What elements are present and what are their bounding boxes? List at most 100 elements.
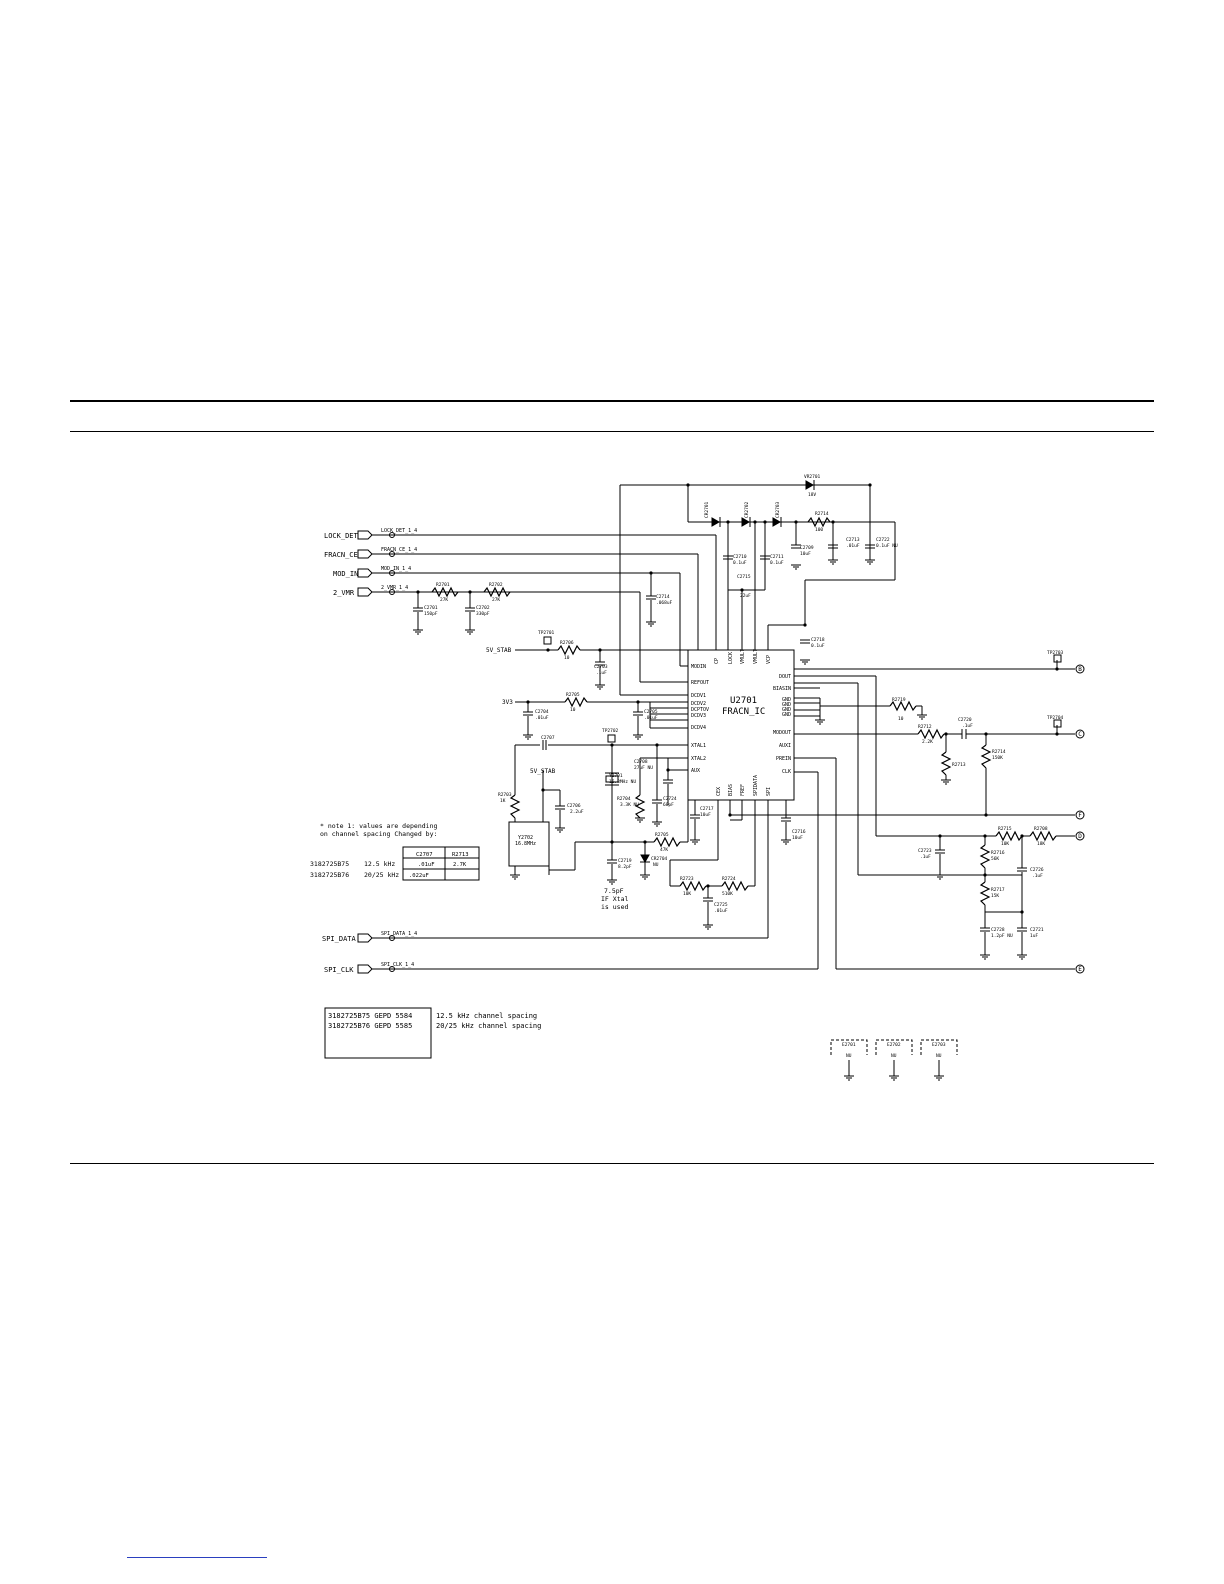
e2703-ref: E2703 bbox=[932, 1042, 946, 1048]
ic-pins-left-3: DCDV2 bbox=[691, 701, 706, 707]
r2705-ref: R2705 bbox=[566, 692, 580, 698]
c2725-ref: C2725 bbox=[714, 902, 728, 908]
c2704-val: .01uF bbox=[535, 715, 549, 721]
ic-pins-left-4: DCPTOV bbox=[691, 707, 709, 713]
table-header-c2707: C2707 bbox=[416, 852, 433, 858]
tp2704-ref: TP2704 bbox=[1047, 715, 1064, 721]
note-table bbox=[402, 846, 480, 881]
box-line-1: 3182725B75 GEPD 5584 bbox=[328, 1012, 412, 1020]
r2723-val: 10K bbox=[683, 891, 691, 897]
ic-pins-bottom-3: SPIDATA bbox=[753, 775, 759, 796]
net-fracn-ce: FRACN_CE_1_4 bbox=[381, 547, 417, 553]
net-5v-stab-2: 5V_STAB bbox=[530, 768, 556, 775]
cr2704-ref: CR2704 bbox=[651, 856, 668, 862]
r2714-ref: R2714 bbox=[815, 511, 829, 517]
table-row1-r2713: 2.7K bbox=[453, 862, 467, 868]
r2712-ref: R2712 bbox=[918, 724, 932, 730]
net-spi-clk: SPI_CLK_1_4 bbox=[381, 962, 414, 968]
ic-pins-left-5: DCDV3 bbox=[691, 713, 706, 719]
xtal-note-line-1: 7.5pF bbox=[604, 887, 624, 895]
y2702-val: 16.8MHz bbox=[515, 841, 536, 847]
ic-pins-left-0: MODIN bbox=[691, 664, 706, 670]
c2715-val: 22uF bbox=[740, 593, 751, 599]
c2708-ref: C2708 bbox=[634, 759, 648, 765]
r2716-val: 56K bbox=[991, 856, 999, 862]
top-rule bbox=[70, 400, 1154, 402]
c2726-ref: C2726 bbox=[1030, 867, 1044, 873]
connector-b: B bbox=[1078, 666, 1082, 673]
cr2702-ref: CR2702 bbox=[744, 501, 750, 518]
c2728-val: 1.2pF NU bbox=[991, 933, 1013, 939]
c2723-val: .1uF bbox=[920, 854, 931, 860]
ic-pins-right-0: DOUT bbox=[779, 674, 791, 680]
tp2701-ref: TP2701 bbox=[538, 630, 555, 636]
ic-pins-bottom-0: CEX bbox=[716, 787, 722, 796]
r2703-val: 1K bbox=[500, 798, 506, 804]
connector-e: E bbox=[1078, 966, 1082, 973]
c2701-val: 150pF bbox=[424, 611, 438, 617]
cr2703-ref: CR2703 bbox=[775, 501, 781, 518]
c2716-ref: C2716 bbox=[792, 829, 806, 835]
r2715-val: 10K bbox=[1001, 841, 1009, 847]
ic-u2701-body bbox=[687, 649, 795, 801]
table-row2-part: 3182725B76 bbox=[310, 871, 349, 879]
c2719-val: 8.2pF bbox=[618, 864, 632, 870]
r2716-ref: R2716 bbox=[991, 850, 1005, 856]
table-row1-part: 3182725B75 bbox=[310, 860, 349, 868]
ic-pins-left-2: DCDV1 bbox=[691, 693, 706, 699]
r2724-val: 510K bbox=[722, 891, 733, 897]
xtal-note-line-2: IF Xtal bbox=[601, 895, 628, 903]
cr2701-ref: CR2701 bbox=[704, 501, 710, 518]
r2702-ref: R2702 bbox=[489, 582, 503, 588]
r2724-ref: R2724 bbox=[722, 876, 736, 882]
c2714-ref: C2714 bbox=[656, 594, 670, 600]
e2701-nu: NU bbox=[846, 1053, 852, 1059]
c2713-val: .01uF bbox=[846, 543, 860, 549]
c2701-ref: C2701 bbox=[424, 605, 438, 611]
c2721-ref: C2721 bbox=[1030, 927, 1044, 933]
y2701-ref: Y2701 bbox=[609, 773, 623, 779]
header-underline bbox=[70, 431, 1154, 432]
c2722-ref: C2722 bbox=[876, 537, 890, 543]
footer-link-underline[interactable] bbox=[127, 1557, 267, 1558]
ic-pins-top-3: VMULT bbox=[753, 649, 759, 664]
r2706-val: 10 bbox=[564, 655, 570, 661]
c2718-val: 0.1uF bbox=[811, 643, 825, 649]
tp2703-ref: TP2703 bbox=[1047, 650, 1064, 656]
table-row1-c2707: .01uF bbox=[418, 862, 435, 868]
ic-pins-left-9: AUX bbox=[691, 768, 700, 774]
r2703-ref: R2703 bbox=[498, 792, 512, 798]
c2720-val: .1uF bbox=[962, 723, 973, 729]
port-spi-data: SPI_DATA bbox=[322, 935, 357, 943]
ic-pins-right-9: CLK bbox=[782, 769, 791, 775]
box-line-2: 3182725B76 GEPD 5585 bbox=[328, 1022, 412, 1030]
e2701-ref: E2701 bbox=[842, 1042, 856, 1048]
c2724-val: 68pF bbox=[663, 802, 674, 808]
port-2-vmr: 2_VMR bbox=[333, 589, 355, 597]
r2715-ref: R2715 bbox=[998, 826, 1012, 832]
net-lock-det: LOCK_DET_1_4 bbox=[381, 528, 417, 534]
c2708-val: 27uF NU bbox=[634, 765, 653, 771]
box-desc-1: 12.5 kHz channel spacing bbox=[436, 1012, 537, 1020]
r2723-ref: R2723 bbox=[680, 876, 694, 882]
c2715-ref: C2715 bbox=[737, 574, 751, 580]
c2720-ref: C2720 bbox=[958, 717, 972, 723]
ic-ref: U2701 bbox=[730, 696, 757, 706]
c2714-val: .068uF bbox=[656, 600, 673, 606]
cr2704-val: NU bbox=[653, 862, 659, 868]
ic-pins-right-7: AUXI bbox=[779, 743, 791, 749]
e2702-nu: NU bbox=[891, 1053, 897, 1059]
ic-name: FRACN_IC bbox=[722, 707, 765, 717]
c2713-ref: C2713 bbox=[846, 537, 860, 543]
r2706-ref: R2706 bbox=[560, 640, 574, 646]
xtal-note-line-3: is used bbox=[601, 903, 628, 911]
r2704-val: 3.3K NU bbox=[620, 802, 639, 808]
e2703-nu: NU bbox=[936, 1053, 942, 1059]
r2719-val: 10 bbox=[898, 716, 904, 722]
net-2-vmr: 2_VMR_1_4 bbox=[381, 585, 408, 591]
vr2701-ref: VR2701 bbox=[804, 474, 821, 480]
ic-pins-left-1: REFOUT bbox=[691, 680, 709, 686]
